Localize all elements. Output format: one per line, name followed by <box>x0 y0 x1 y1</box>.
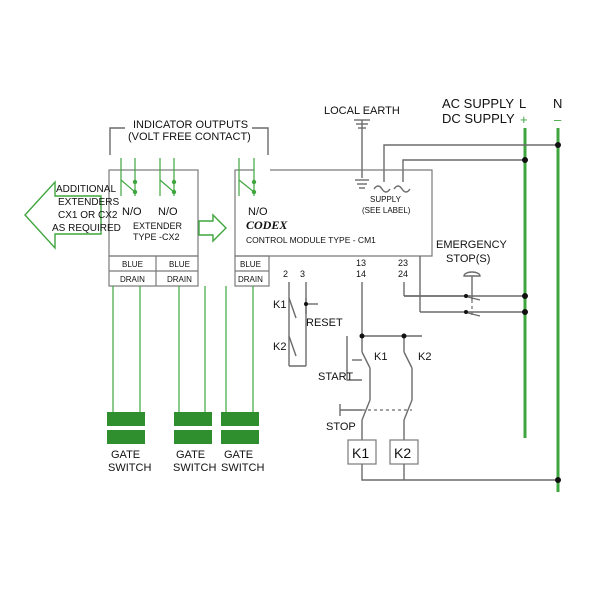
coil-k2-label: K2 <box>394 445 411 461</box>
reset-k1-label: K1 <box>273 299 286 311</box>
local-earth-label: LOCAL EARTH <box>324 105 400 117</box>
neutral-label: N <box>553 96 562 111</box>
terminal-23: 23 <box>398 258 408 268</box>
gate-switch-2: GATE SWITCH <box>173 412 216 474</box>
gate-switch-3-line-1: GATE <box>224 449 253 461</box>
reset-label: RESET <box>306 317 343 329</box>
stop-label: STOP <box>326 421 356 433</box>
emergency-line-1: EMERGENCY <box>436 239 508 251</box>
module-blue: BLUE <box>240 260 261 269</box>
mushroom-button-icon <box>463 271 481 277</box>
left-arrow-icon <box>24 180 102 250</box>
live-label: L <box>519 96 526 111</box>
additional-line-2: EXTENDERS <box>58 197 119 208</box>
gate-switch-icon <box>174 412 212 426</box>
indicator-title: INDICATOR OUTPUTS <box>133 119 248 131</box>
gate-switch-2-line-1: GATE <box>176 449 205 461</box>
start-k1-label: K1 <box>374 351 387 363</box>
reset-circuit: K1 K2 RESET <box>273 282 343 367</box>
extender-block: N/O N/O EXTENDER TYPE -CX2 BLUE BLUE DRA… <box>108 158 199 287</box>
extender-no-1: N/O <box>122 206 142 218</box>
control-module: N/O CODEX CONTROL MODULE TYPE - CM1 SUPP… <box>234 158 433 287</box>
gate-switch-wiring <box>112 286 254 412</box>
gate-switch-3-line-2: SWITCH <box>221 462 264 474</box>
supply-header: AC SUPPLY DC SUPPLY L + N – <box>442 96 562 127</box>
extender-drain-1: DRAIN <box>120 275 145 284</box>
coil-return-wire <box>361 464 558 481</box>
start-k2-label: K2 <box>418 351 431 363</box>
module-drain: DRAIN <box>238 275 263 284</box>
extender-label-2: TYPE -CX2 <box>133 232 180 242</box>
control-module-label: CONTROL MODULE TYPE - CM1 <box>246 235 376 245</box>
gate-switch-1-line-2: SWITCH <box>108 462 151 474</box>
right-arrow-icon <box>198 213 227 243</box>
gate-switch-1: GATE SWITCH <box>107 412 151 474</box>
additional-line-3: CX1 OR CX2 <box>58 210 118 221</box>
terminal-2: 2 <box>283 269 288 279</box>
gate-switch-icon <box>221 412 259 426</box>
contactor-wiring: K1 K2 START STOP <box>318 282 470 440</box>
extender-label-1: EXTENDER <box>133 221 183 231</box>
start-label: START <box>318 371 353 383</box>
ac-supply-label: AC SUPPLY <box>442 96 514 111</box>
gate-switch-1-line-1: GATE <box>111 449 140 461</box>
emergency-line-2: STOP(S) <box>446 253 490 265</box>
extender-blue-2: BLUE <box>169 260 190 269</box>
additional-line-4: AS REQUIRED <box>52 223 121 234</box>
emergency-stop: EMERGENCY STOP(S) <box>404 239 528 317</box>
plus-label: + <box>520 112 528 127</box>
gate-switch-2-line-2: SWITCH <box>173 462 216 474</box>
coil-k1-label: K1 <box>352 445 369 461</box>
coil-k2: K2 <box>389 439 419 465</box>
codex-logo: CODEX <box>246 218 288 232</box>
supply-label-1: SUPPLY <box>370 195 402 204</box>
terminal-13: 13 <box>356 258 366 268</box>
supply-feeders <box>383 142 561 182</box>
gate-switch-3: GATE SWITCH <box>221 412 264 474</box>
extender-no-2: N/O <box>158 206 178 218</box>
terminal-3: 3 <box>300 269 305 279</box>
minus-label: – <box>554 112 562 127</box>
indicator-outputs: INDICATOR OUTPUTS (VOLT FREE CONTACT) <box>109 119 269 155</box>
local-earth: LOCAL EARTH <box>324 105 400 189</box>
indicator-subtitle: (VOLT FREE CONTACT) <box>128 131 251 143</box>
module-no: N/O <box>248 206 268 218</box>
extender-drain-2: DRAIN <box>167 275 192 284</box>
additional-line-1: ADDITIONAL <box>56 184 116 195</box>
extender-blue-1: BLUE <box>122 260 143 269</box>
dc-supply-label: DC SUPPLY <box>442 111 515 126</box>
ac-wave-icon <box>373 185 391 193</box>
supply-label-2: (SEE LABEL) <box>362 206 411 215</box>
coil-k1: K1 <box>347 439 377 465</box>
gate-switch-icon <box>107 412 145 426</box>
additional-extenders: ADDITIONAL EXTENDERS CX1 OR CX2 AS REQUI… <box>24 180 121 250</box>
terminal-24: 24 <box>398 269 408 279</box>
reset-k2-label: K2 <box>273 341 286 353</box>
terminal-14: 14 <box>356 269 366 279</box>
